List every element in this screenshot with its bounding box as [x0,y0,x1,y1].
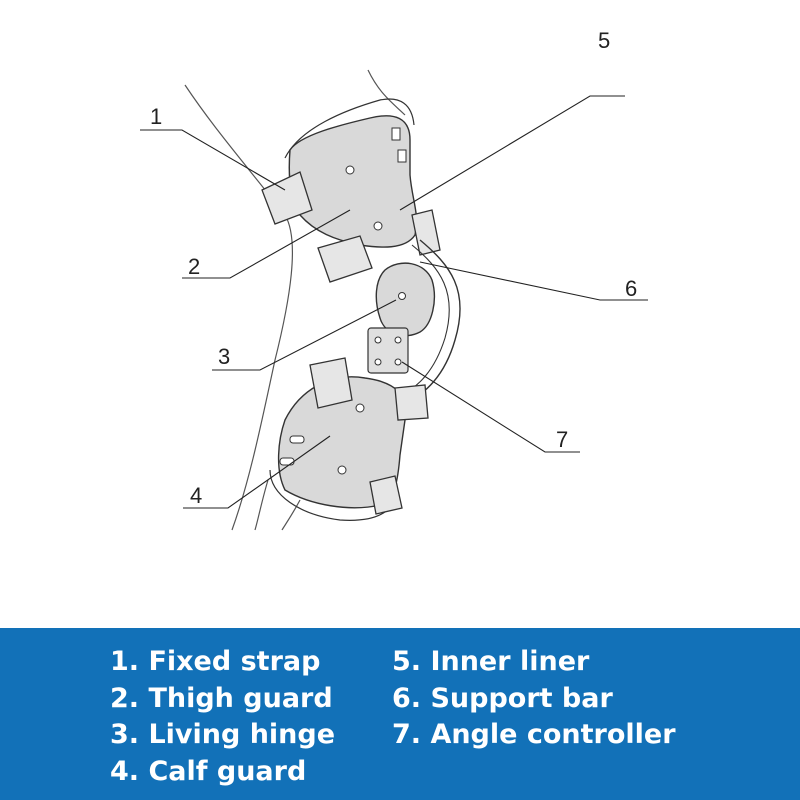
legend-left-column: 1. Fixed strap 2. Thigh guard 3. Living … [110,644,335,790]
legend-item-living-hinge: 3. Living hinge [110,719,336,750]
thigh-rivet-1 [345,165,355,175]
leg-outline-left [184,84,293,531]
fixed-strap-upper [261,171,313,225]
leader-line-1 [140,129,286,191]
side-strap-right [411,209,441,256]
knee-brace-diagram: 1 2 3 4 5 6 7 [140,28,648,531]
legend-item-support-bar: 6. Support bar [392,682,613,714]
callout-number-7: 7 [556,427,568,452]
calf-strap-lower [369,475,403,515]
legend-item-thigh-guard: 2. Thigh guard [110,682,333,714]
legend-item-fixed-strap: 1. Fixed strap [110,646,321,677]
leader-line-7 [401,361,580,453]
leader-line-6 [419,261,648,301]
leader-line-3 [212,299,397,371]
leg-outline-right [367,69,406,116]
leader-line-4 [183,435,331,509]
legend-item-angle-controller: 7. Angle controller [392,719,676,750]
legend-item-inner-liner: 5. Inner liner [392,646,590,677]
fixed-strap-lower [317,235,373,283]
calf-outline [254,479,301,531]
calf-strap-side [394,384,429,421]
legend-right-column: 5. Inner liner 6. Support bar 7. Angle c… [392,644,676,754]
calf-rivet-1 [355,403,365,413]
callout-number-6: 6 [625,276,637,301]
thigh-slot-2 [397,149,407,163]
callout-number-3: 3 [218,344,230,369]
controller-pin-1 [374,336,382,344]
knee-brace-illustration: 1 2 3 4 5 6 7 [140,28,648,531]
leader-line-5 [399,95,625,211]
callout-number-2: 2 [188,254,200,279]
callout-number-5: 5 [598,28,610,53]
living-hinge-pad [375,262,436,337]
angle-controller [367,327,409,374]
thigh-rivet-2 [373,221,383,231]
callout-number-1: 1 [150,104,162,129]
controller-pin-3 [374,358,382,366]
calf-slot-2 [279,457,295,466]
calf-strap-upper [309,357,353,409]
legend-item-calf-guard: 4. Calf guard [110,755,307,787]
thigh-slot-1 [391,127,401,141]
controller-pin-2 [394,336,402,344]
calf-slot-1 [289,435,305,444]
calf-liner [269,469,393,521]
controller-pin-4 [394,358,402,366]
callout-number-4: 4 [190,483,202,508]
hinge-rivet [398,292,406,300]
inner-liner-top [284,98,415,159]
parts-legend-panel: 1. Fixed strap 2. Thigh guard 3. Living … [0,628,800,800]
calf-rivet-2 [337,465,347,475]
leader-line-2 [182,209,351,279]
